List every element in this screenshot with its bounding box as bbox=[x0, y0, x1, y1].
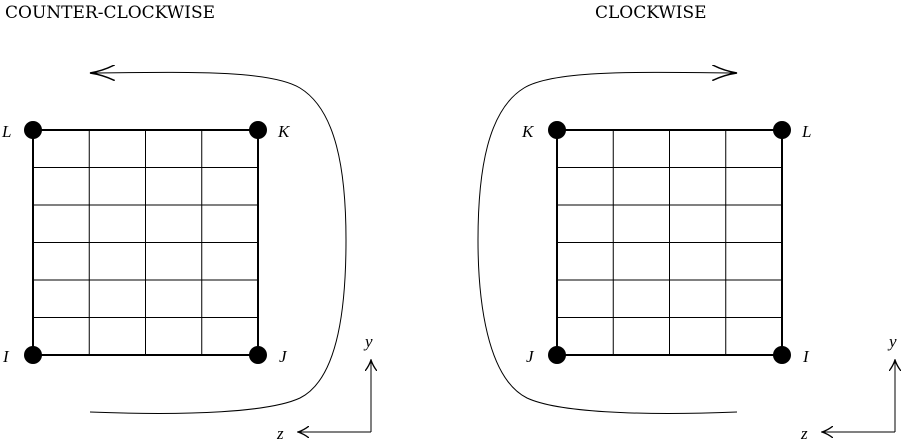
panel-title: COUNTER-CLOCKWISE bbox=[5, 3, 215, 23]
node-label: L bbox=[1, 122, 11, 141]
mesh-frame bbox=[32, 129, 259, 356]
axis-label-z: z bbox=[276, 424, 284, 442]
mesh-grid bbox=[33, 130, 258, 355]
node-dot bbox=[249, 346, 267, 364]
node-label: I bbox=[2, 347, 10, 366]
node-label: J bbox=[279, 347, 288, 366]
node-dot bbox=[24, 121, 42, 139]
node-dot bbox=[773, 346, 791, 364]
axis-label-y: y bbox=[363, 332, 373, 351]
rotation-arrow bbox=[477, 72, 737, 414]
node-label: K bbox=[277, 122, 291, 141]
axis-label-y: y bbox=[887, 332, 897, 351]
node-label: J bbox=[526, 347, 535, 366]
rotation-arrow bbox=[90, 72, 347, 414]
panel-title: CLOCKWISE bbox=[595, 3, 707, 23]
node-label: L bbox=[801, 122, 811, 141]
node-dot bbox=[24, 346, 42, 364]
node-dot bbox=[548, 121, 566, 139]
counter-clockwise-panel: COUNTER-CLOCKWISE L K I J y z bbox=[1, 3, 373, 442]
node-dot bbox=[773, 121, 791, 139]
axis-triad: y z bbox=[276, 332, 373, 442]
node-dot bbox=[249, 121, 267, 139]
node-label: K bbox=[521, 122, 535, 141]
axis-label-z: z bbox=[800, 424, 808, 442]
node-dot bbox=[548, 346, 566, 364]
axis-triad: y z bbox=[800, 332, 897, 442]
mesh-grid bbox=[557, 130, 782, 355]
mesh-frame bbox=[556, 129, 783, 356]
node-label: I bbox=[802, 347, 810, 366]
clockwise-panel: CLOCKWISE K L J I y z bbox=[477, 3, 897, 442]
